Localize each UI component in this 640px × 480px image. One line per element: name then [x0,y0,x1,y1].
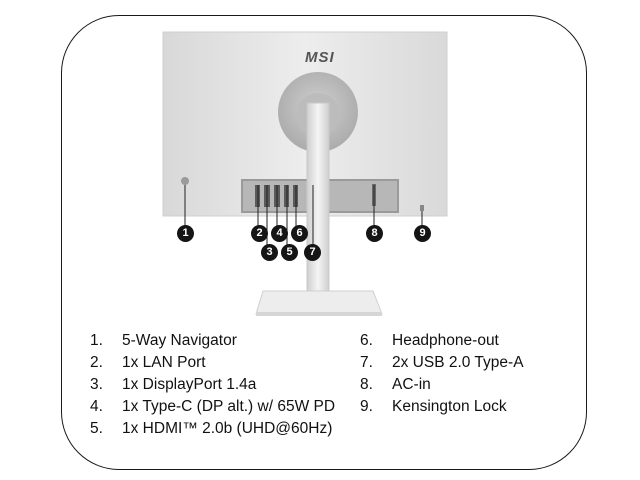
spec-item: 3.1x DisplayPort 1.4a [90,376,257,393]
stand-base [255,290,383,315]
callout-9: 9 [414,225,431,242]
spec-item: 2.1x LAN Port [90,354,206,371]
navigator-joystick [181,177,189,185]
spec-item: 8.AC-in [360,376,431,393]
callout-8: 8 [366,225,383,242]
spec-item: 1.5-Way Navigator [90,332,237,349]
stand-neck [306,102,330,299]
callout-6: 6 [291,225,308,242]
kensington-slot [420,205,424,211]
spec-item: 4.1x Type-C (DP alt.) w/ 65W PD [90,398,336,415]
spec-list-right: 6.Headphone-out 7.2x USB 2.0 Type-A 8.AC… [360,330,524,418]
callout-3: 3 [261,244,278,261]
callout-5: 5 [281,244,298,261]
callout-7: 7 [304,244,321,261]
spec-item: 9.Kensington Lock [360,398,507,415]
spec-item: 7.2x USB 2.0 Type-A [360,354,524,371]
callout-2: 2 [251,225,268,242]
spec-list-left: 1.5-Way Navigator 2.1x LAN Port 3.1x Dis… [90,330,335,440]
spec-item: 6.Headphone-out [360,332,499,349]
brand-logo: MSI [305,49,335,66]
spec-item: 5.1x HDMI™ 2.0b (UHD@60Hz) [90,420,333,437]
callout-4: 4 [271,225,288,242]
callout-1: 1 [177,225,194,242]
